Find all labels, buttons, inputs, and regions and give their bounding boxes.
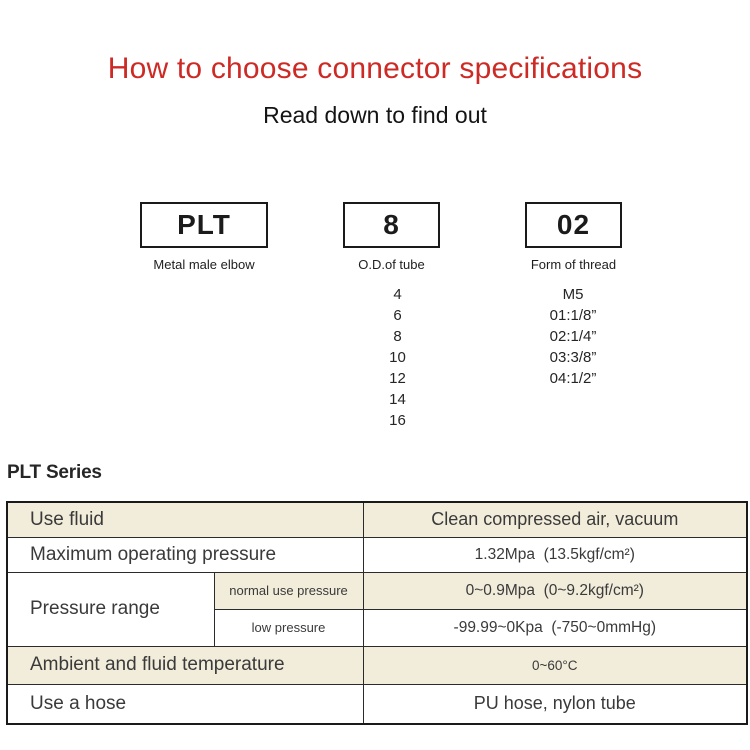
tube-size-item: 16	[389, 412, 406, 429]
spec-value-temperature: 0~60°C	[362, 645, 748, 685]
tube-size-item: 4	[393, 286, 402, 303]
spec-label-temperature: Ambient and fluid temperature	[6, 645, 364, 685]
thread-option-item: 04:1/2”	[549, 370, 597, 387]
table-row-pressure-range-low: low pressure -99.99~0Kpa (-750~0mmHg)	[7, 608, 748, 647]
spec-label-max-pressure: Maximum operating pressure	[6, 536, 364, 573]
thread-option-item: 02:1/4”	[549, 328, 597, 345]
spec-label-use-fluid: Use fluid	[6, 501, 364, 538]
table-row-use-fluid: Use fluid Clean compressed air, vacuum	[6, 501, 748, 538]
table-row-hose: Use a hose PU hose, nylon tube	[6, 683, 748, 725]
thread-option-list: M5 01:1/8” 02:1/4” 03:3/8” 04:1/2”	[518, 284, 628, 389]
model-code-label-thread: Form of thread	[530, 257, 617, 272]
spec-table: Use fluid Clean compressed air, vacuum M…	[6, 501, 749, 725]
tube-size-item: 10	[389, 349, 406, 366]
table-row-temperature: Ambient and fluid temperature 0~60°C	[6, 645, 748, 685]
spec-value-normal-pressure: 0~0.9Mpa (0~9.2kgf/cm²)	[362, 571, 748, 610]
spec-label-pressure-range: Pressure range	[6, 571, 215, 647]
model-code-label-series: Metal male elbow	[153, 257, 255, 272]
spec-label-hose: Use a hose	[6, 683, 364, 725]
spec-value-use-fluid: Clean compressed air, vacuum	[362, 501, 748, 538]
thread-option-item: M5	[562, 286, 584, 303]
spec-value-hose: PU hose, nylon tube	[362, 683, 748, 725]
table-row-max-pressure: Maximum operating pressure 1.32Mpa (13.5…	[6, 536, 748, 573]
table-row-pressure-range-normal: Pressure range normal use pressure 0~0.9…	[6, 571, 748, 647]
spec-sublabel-normal-pressure: normal use pressure	[213, 571, 364, 610]
spec-value-low-pressure: -99.99~0Kpa (-750~0mmHg)	[362, 608, 748, 647]
tube-size-item: 8	[393, 328, 402, 345]
tube-size-item: 12	[389, 370, 406, 387]
model-code-box-thread: 02	[525, 202, 622, 248]
series-heading: PLT Series	[7, 462, 102, 483]
tube-size-item: 14	[389, 391, 406, 408]
model-code-label-tube-size: O.D.of tube	[358, 257, 425, 272]
tube-size-item: 6	[393, 307, 402, 324]
page-title: How to choose connector specifications	[107, 52, 643, 85]
thread-option-item: 03:3/8”	[549, 349, 597, 366]
tube-size-list: 4 6 8 10 12 14 16	[345, 284, 450, 431]
page-subtitle: Read down to find out	[263, 102, 487, 128]
model-code-box-series: PLT	[140, 202, 268, 248]
thread-option-item: 01:1/8”	[549, 307, 597, 324]
spec-sublabel-low-pressure: low pressure	[213, 608, 364, 647]
spec-value-max-pressure: 1.32Mpa (13.5kgf/cm²)	[362, 536, 748, 573]
model-code-box-tube-size: 8	[343, 202, 440, 248]
